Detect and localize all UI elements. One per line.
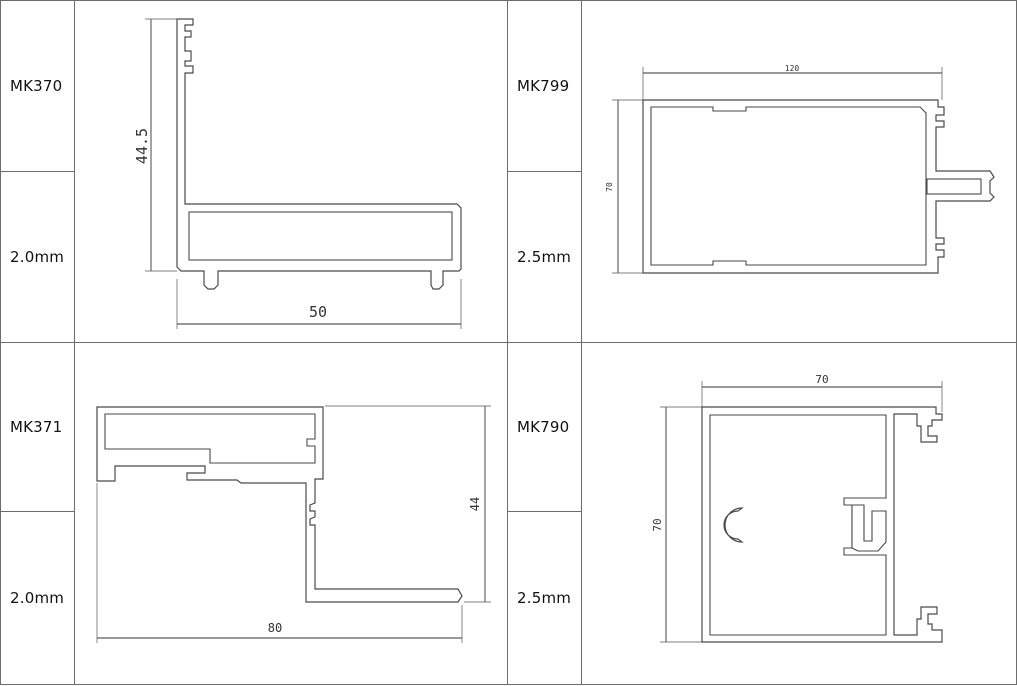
thickness-cell: 2.0mm	[0, 511, 75, 685]
profile-code: MK799	[517, 77, 570, 95]
mk790-screw-boss	[723, 507, 744, 543]
mk799-side-chamber	[926, 178, 982, 195]
mk790-section-svg: 70 70	[651, 373, 943, 643]
mk799-section-svg: 120 70	[605, 64, 995, 274]
mk799-width-label: 120	[785, 64, 800, 73]
thickness-cell: 2.5mm	[507, 511, 582, 685]
wall-thickness: 2.0mm	[10, 589, 65, 607]
profile-drawing-mk370: 44.5 50	[74, 0, 508, 343]
profile-code: MK790	[517, 418, 570, 436]
mk799-height-label: 70	[605, 182, 614, 192]
mk370-chamber	[188, 211, 453, 261]
profile-drawing-mk790: 70 70	[581, 342, 1017, 685]
profile-code-cell: MK799	[507, 0, 582, 172]
mk371-top-chamber	[104, 413, 316, 464]
thickness-cell: 2.5mm	[507, 171, 582, 343]
wall-thickness: 2.5mm	[517, 248, 572, 266]
profile-code-cell: MK371	[0, 342, 75, 512]
mk371-width-label: 80	[268, 621, 282, 635]
profile-code: MK371	[10, 418, 63, 436]
mk790-height-label: 70	[651, 518, 664, 531]
thickness-cell: 2.0mm	[0, 171, 75, 343]
profile-drawing-mk799: 120 70	[581, 0, 1017, 343]
wall-thickness: 2.5mm	[517, 589, 572, 607]
mk370-width-label: 50	[309, 303, 327, 321]
mk799-main-chamber	[650, 106, 927, 266]
wall-thickness: 2.0mm	[10, 248, 65, 266]
mk371-height-label: 44	[468, 497, 482, 511]
mk370-height-label: 44.5	[133, 128, 151, 164]
mk790-center-channel	[851, 504, 887, 552]
mk790-width-label: 70	[815, 373, 828, 386]
profile-code-cell: MK790	[507, 342, 582, 512]
mk371-profile-outline	[96, 406, 463, 603]
profile-code: MK370	[10, 77, 63, 95]
mk370-section-svg: 44.5 50	[133, 18, 462, 329]
profile-drawing-mk371: 44 80	[74, 342, 508, 685]
profile-code-cell: MK370	[0, 0, 75, 172]
mk371-section-svg: 44 80	[96, 405, 491, 643]
